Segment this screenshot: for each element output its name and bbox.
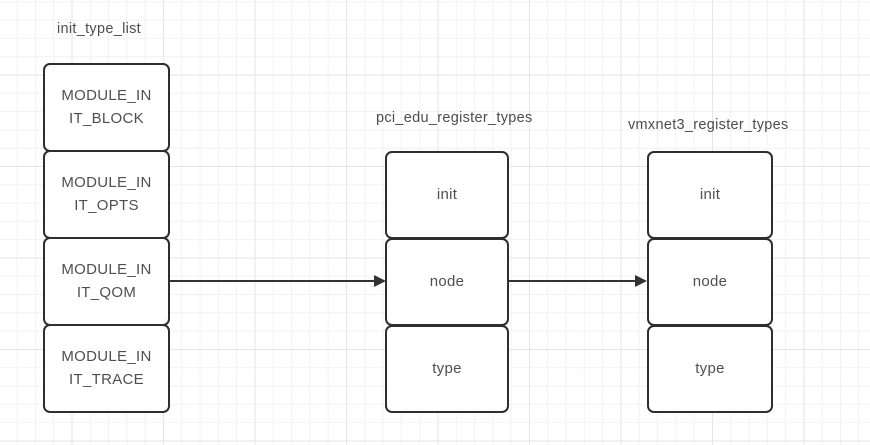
group-title-pci-edu-register-types: pci_edu_register_types <box>376 110 533 126</box>
arrow-line <box>170 279 375 283</box>
box-vmxnet3-node: node <box>647 238 773 326</box>
group-title-init-type-list: init_type_list <box>57 21 141 37</box>
arrowhead-right-icon <box>635 275 647 287</box>
box-pci-edu-type: type <box>385 325 509 413</box>
box-module-init-block: MODULE_IN IT_BLOCK <box>43 63 170 152</box>
box-module-init-qom: MODULE_IN IT_QOM <box>43 237 170 326</box>
box-module-init-opts: MODULE_IN IT_OPTS <box>43 150 170 239</box>
box-pci-edu-node: node <box>385 238 509 326</box>
box-module-init-trace: MODULE_IN IT_TRACE <box>43 324 170 413</box>
group-title-vmxnet3-register-types: vmxnet3_register_types <box>628 117 789 133</box>
box-vmxnet3-type: type <box>647 325 773 413</box>
arrow-line <box>509 279 636 283</box>
arrowhead-right-icon <box>374 275 386 287</box>
box-vmxnet3-init: init <box>647 151 773 239</box>
box-pci-edu-init: init <box>385 151 509 239</box>
